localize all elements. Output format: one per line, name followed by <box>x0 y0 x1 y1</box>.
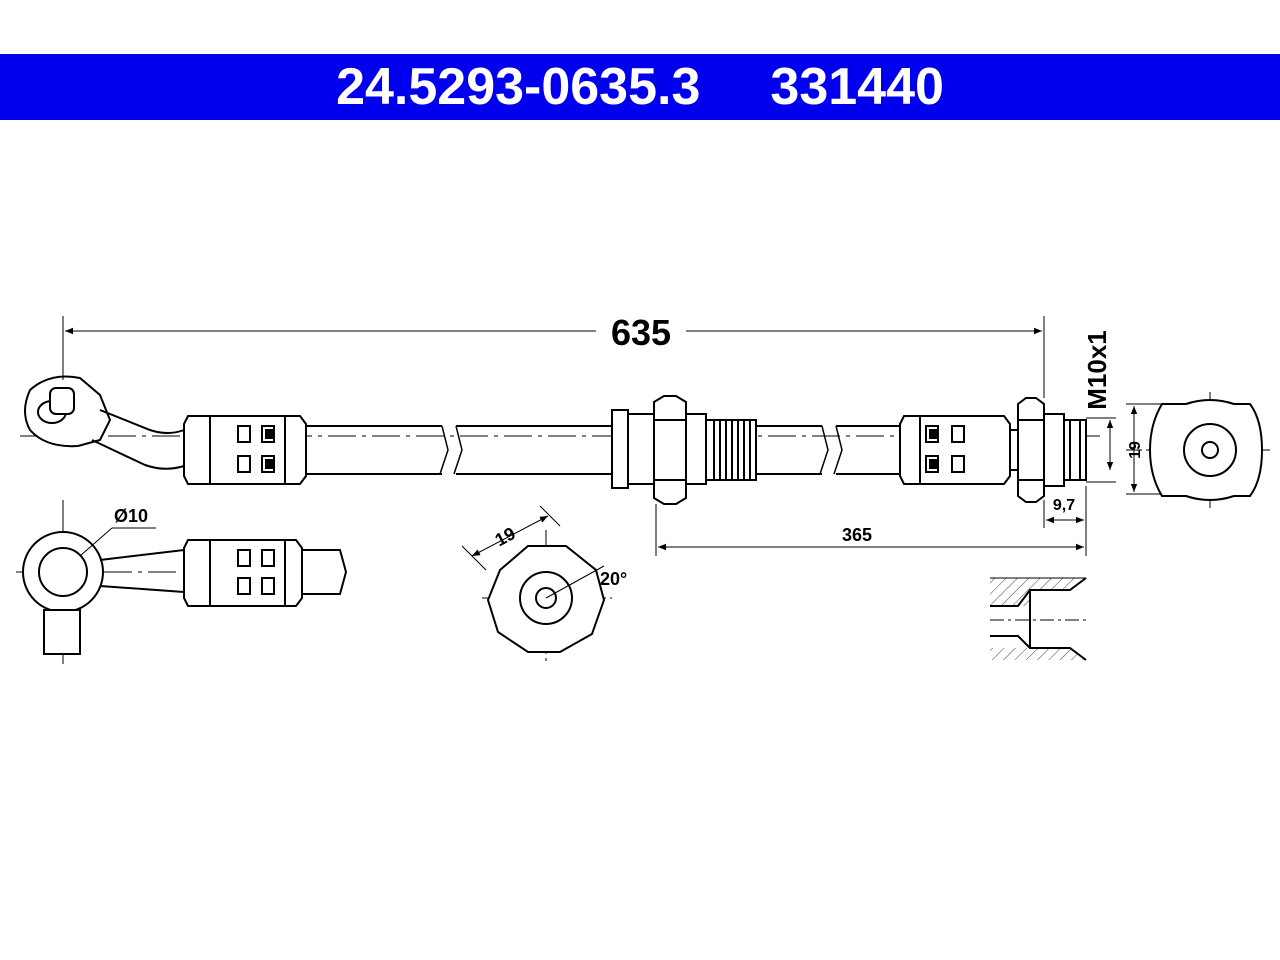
crimp-fitting-left <box>183 415 307 485</box>
hex-size-right-label: 19 <box>1127 441 1144 459</box>
flange-width-label: 9,7 <box>1053 497 1075 514</box>
angle-label: 20° <box>600 569 627 589</box>
hex-size-bracket-label: 19 <box>492 523 519 550</box>
banjo-side-view <box>16 500 348 664</box>
section-detail <box>990 577 1087 661</box>
banjo-eye-left <box>24 375 185 470</box>
dim-flange <box>1043 486 1087 528</box>
thread-label: M10x1 <box>1082 330 1112 410</box>
end-fitting-right <box>1017 397 1087 503</box>
main-hose-assembly <box>20 375 1100 505</box>
crimp-fitting-right <box>899 415 1019 485</box>
overall-length-label: 635 <box>611 312 671 353</box>
distance-label: 365 <box>842 525 872 545</box>
reference-number: 331440 <box>770 58 944 116</box>
part-number: 24.5293-0635.3 <box>336 58 701 116</box>
dim-overall-length <box>62 316 1045 398</box>
bracket-end-view <box>461 505 612 664</box>
title-bar: 24.5293-0635.3 331440 <box>0 54 1280 120</box>
dim-thread <box>1086 417 1116 483</box>
eye-diameter-label: Ø10 <box>114 506 148 526</box>
bracket-fitting <box>611 395 757 505</box>
end-view-right <box>1126 392 1270 508</box>
dim-distance <box>655 504 1087 556</box>
